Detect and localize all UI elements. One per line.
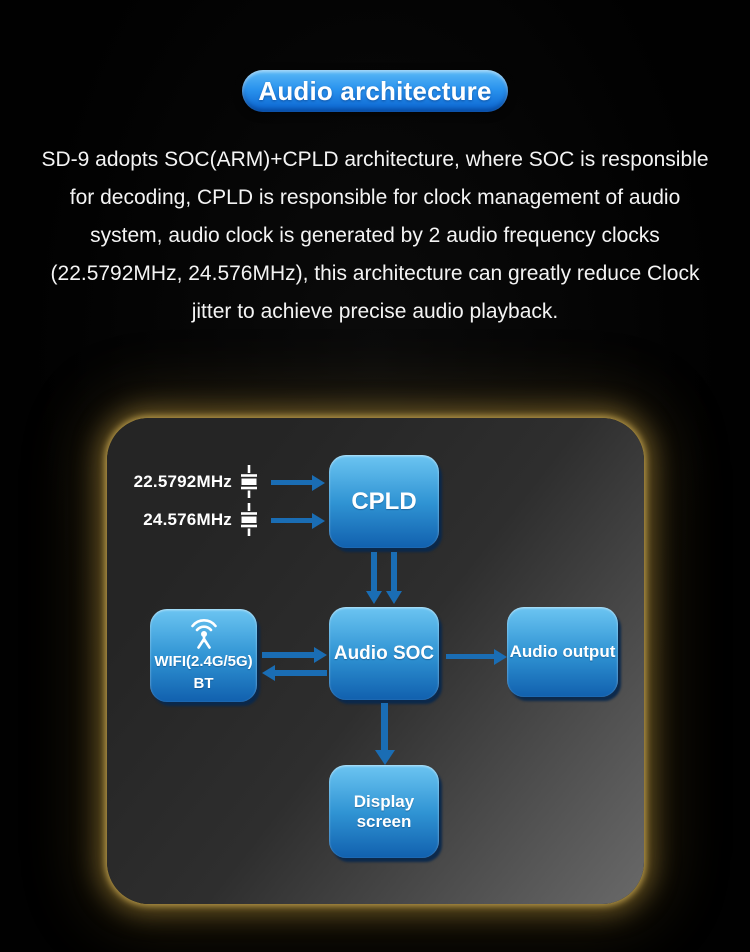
- page-title: Audio architecture: [258, 75, 492, 106]
- wifi-label: WIFI(2.4G/5G): [154, 652, 253, 670]
- display-screen-block: Display screen: [329, 765, 439, 858]
- intro-line: (22.5792MHz, 24.576MHz), this architectu…: [50, 262, 700, 285]
- audio-output-label: Audio output: [509, 642, 616, 661]
- clock-label-1: 22.5792MHz: [133, 472, 232, 491]
- audio-soc-block: Audio SOC: [329, 607, 439, 700]
- bt-label: BT: [193, 674, 214, 692]
- crystal-oscillator-icon: [241, 503, 257, 536]
- clock-source-row-2: 24.576MHz: [132, 503, 258, 537]
- intro-line: SD-9 adopts SOC(ARM)+CPLD architecture, …: [41, 148, 709, 171]
- clock-source-row-1: 22.5792MHz: [132, 465, 258, 499]
- antenna-icon: [190, 618, 217, 649]
- intro-line: system, audio clock is generated by 2 au…: [90, 224, 660, 247]
- title-pill: Audio architecture: [242, 70, 508, 112]
- arrow-soc-to-wifi: [275, 670, 327, 676]
- arrow-clock1-to-cpld: [271, 480, 312, 485]
- intro-line: for decoding, CPLD is responsible for cl…: [69, 186, 681, 209]
- audio-soc-label: Audio SOC: [333, 642, 435, 664]
- display-screen-label: Display screen: [353, 791, 415, 831]
- crystal-oscillator-icon: [241, 465, 257, 498]
- arrow-cpld-to-soc-2: [391, 552, 397, 591]
- arrow-cpld-to-soc-1: [371, 552, 377, 591]
- arrow-wifi-to-soc: [262, 652, 314, 658]
- arrow-soc-to-output: [446, 654, 494, 659]
- audio-output-block: Audio output: [507, 607, 618, 697]
- arrow-soc-to-display: [381, 703, 388, 750]
- intro-paragraph: SD-9 adopts SOC(ARM)+CPLD architecture, …: [0, 141, 750, 331]
- clock-label-2: 24.576MHz: [143, 510, 232, 529]
- wifi-bt-block: WIFI(2.4G/5G) BT: [150, 609, 257, 702]
- intro-line: jitter to achieve precise audio playback…: [191, 300, 559, 323]
- diagram-panel: 22.5792MHz 24.576MHz CPLD: [107, 418, 644, 904]
- cpld-label: CPLD: [351, 487, 417, 515]
- arrow-clock2-to-cpld: [271, 518, 312, 523]
- cpld-block: CPLD: [329, 455, 439, 548]
